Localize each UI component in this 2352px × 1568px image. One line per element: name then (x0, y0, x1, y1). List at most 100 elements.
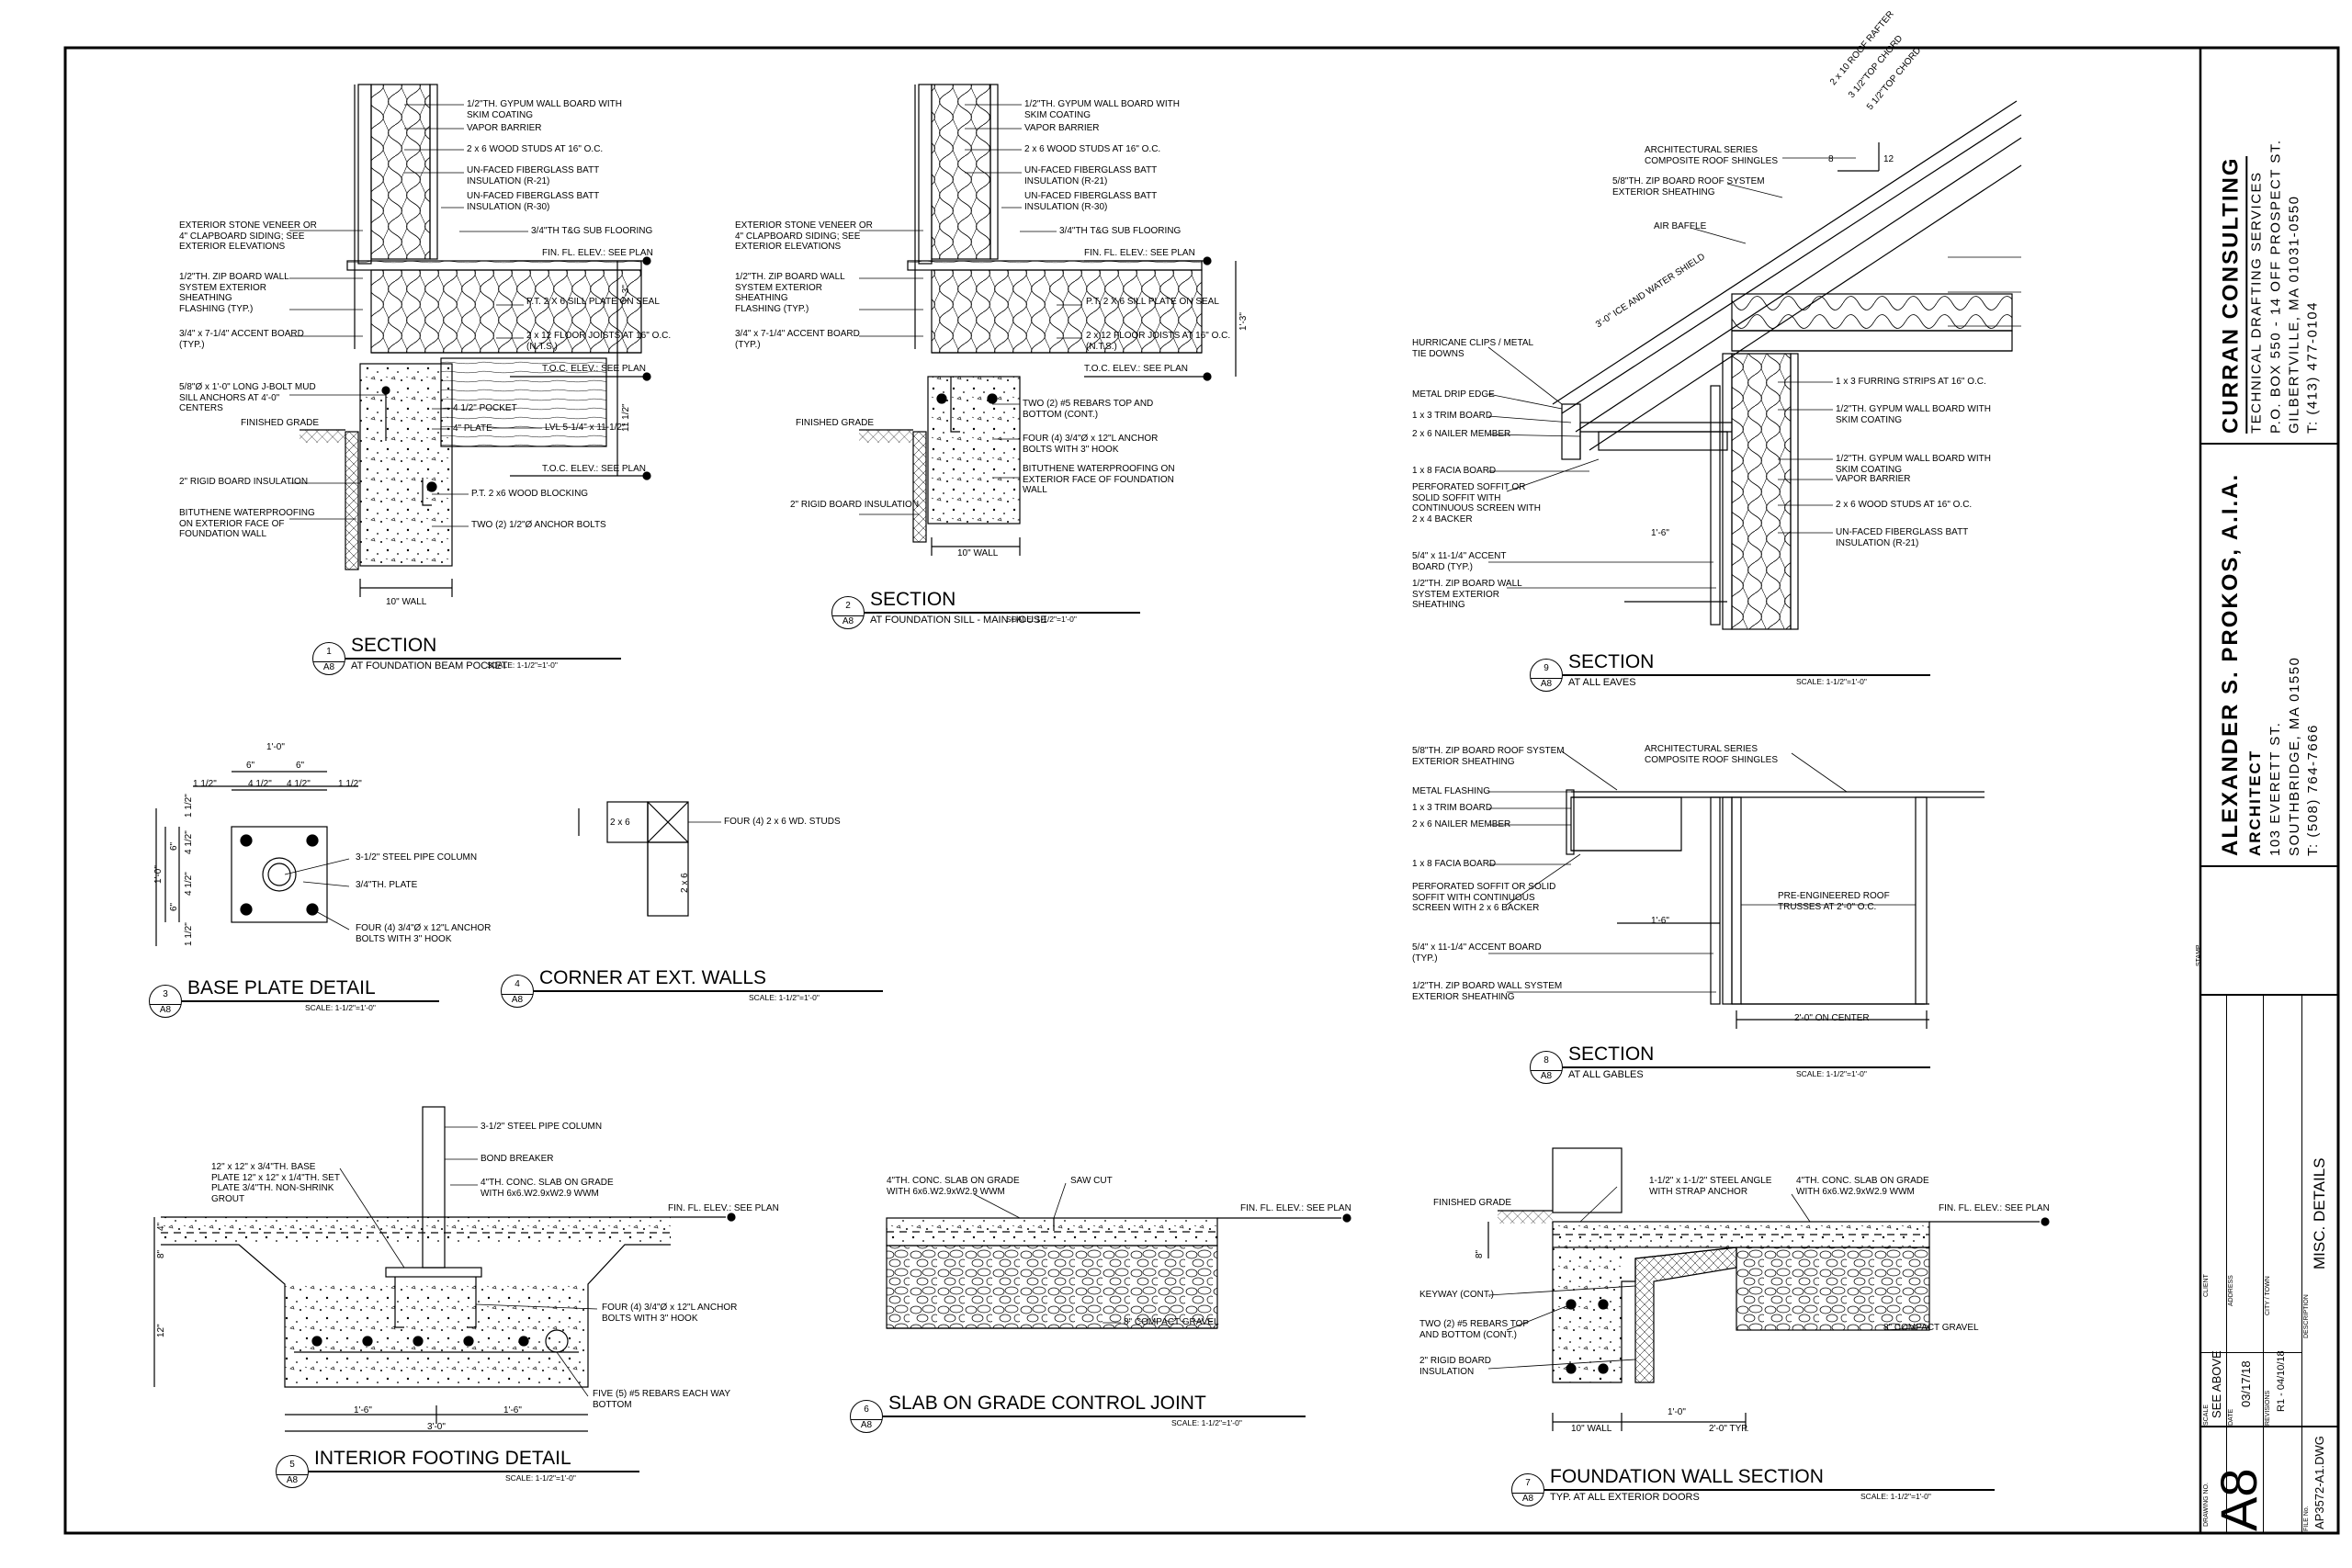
detail-sheet-ref: A8 (1540, 1071, 1553, 1081)
detail-7-note: 2" RIGID BOARD INSULATION (1419, 1356, 1492, 1377)
architect-block: ALEXANDER S. PROKOS, A.I.A. ARCHITECT 10… (2200, 443, 2338, 867)
detail-7-note: 1-1/2" x 1-1/2" STEEL ANGLE WITH STRAP A… (1649, 1176, 1772, 1197)
detail-1-note: EXTERIOR STONE VENEER OR 4" CLAPBOARD SI… (179, 220, 317, 252)
detail-9-note: 2 x 6 WOOD STUDS AT 16" O.C. (1836, 500, 1973, 510)
detail-3-dim: 1'-0" (266, 742, 285, 752)
detail-2-note: 1/2"TH. GYPUM WALL BOARD WITH SKIM COATI… (1024, 99, 1180, 120)
detail-1-dim: 1'-3" (621, 285, 631, 303)
detail-scale: SCALE: 1-1/2"=1'-0" (487, 660, 558, 670)
detail-4-note: FOUR (4) 2 x 6 WD. STUDS (724, 817, 841, 827)
detail-2-note: 3/4" x 7-1/4" ACCENT BOARD (TYP.) (735, 329, 860, 350)
detail-1-note: T.O.C. ELEV.: SEE PLAN (542, 364, 647, 374)
detail-9-note: 3'-0" ICE AND WATER SHIELD (1594, 252, 1707, 331)
detail-5-note: 4"TH. CONC. SLAB ON GRADE WITH 6x6.W2.9x… (481, 1178, 614, 1199)
stamp-label: STAMP (2196, 944, 2202, 966)
detail-7-note: FIN. FL. ELEV.: SEE PLAN (1939, 1203, 2050, 1213)
detail-1-note: 2 x 6 WOOD STUDS AT 16" O.C. (467, 144, 604, 154)
detail-2-note: 2 x 6 WOOD STUDS AT 16" O.C. (1024, 144, 1161, 154)
detail-3-dim: 1'-0" (153, 865, 164, 884)
detail-9-note: UN-FACED FIBERGLASS BATT INSULATION (R-2… (1836, 527, 1969, 548)
detail-5-note: FOUR (4) 3/4"Ø x 12"L ANCHOR BOLTS WITH … (602, 1303, 738, 1324)
detail-5-note: FIN. FL. ELEV.: SEE PLAN (668, 1203, 779, 1213)
detail-5-note: 12" x 12" x 3/4"TH. BASE PLATE 12" x 12"… (211, 1162, 340, 1204)
detail-6-leaders (973, 1182, 1121, 1324)
detail-2-note: P.T. 2 X 6 SILL PLATE ON SEAL (1086, 297, 1219, 307)
detail-scale: SCALE: 1-1/2"=1'-0" (505, 1473, 576, 1483)
detail-9-leaders (1487, 157, 2021, 589)
detail-9-note: 1 x 3 FURRING STRIPS AT 16" O.C. (1836, 377, 1986, 387)
detail-1-foundation-beam-pocket (300, 84, 651, 597)
detail-9-note: 1/2"TH. ZIP BOARD WALL SYSTEM EXTERIOR S… (1412, 579, 1522, 610)
detail-number: 2 (845, 601, 851, 611)
detail-1-note: TWO (2) 1/2"Ø ANCHOR BOLTS (471, 520, 606, 530)
revisions-label: REVISIONS (2265, 1390, 2271, 1426)
scale-value: SEE ABOVE (2210, 1350, 2223, 1418)
detail-sheet-ref: A8 (842, 616, 854, 626)
detail-8-dim: 2'-0" ON CENTER (1794, 1013, 1870, 1023)
detail-2-note: EXTERIOR STONE VENEER OR 4" CLAPBOARD SI… (735, 220, 873, 252)
detail-8-note: METAL FLASHING (1412, 786, 1491, 796)
detail-title: SLAB ON GRADE CONTROL JOINT (888, 1393, 1206, 1414)
consultant-line1: TECHNICAL DRAFTING SERVICES (2248, 171, 2265, 434)
detail-number: 1 (326, 647, 332, 657)
detail-subtitle: AT ALL EAVES (1568, 677, 1636, 688)
detail-number: 5 (289, 1460, 295, 1470)
architect-line2: SOUTHBRIDGE, MA 01550 (2286, 656, 2302, 856)
detail-number: 3 (163, 989, 168, 999)
detail-1-note: P.T. 2 x6 WOOD BLOCKING (471, 489, 589, 499)
consultant-phone: T: (413) 477-0104 (2304, 301, 2321, 434)
detail-2-note: FINISHED GRADE (796, 418, 875, 428)
detail-9-note: 5/4" x 11-1/4" ACCENT BOARD (TYP.) (1412, 551, 1507, 572)
detail-1-note: FIN. FL. ELEV.: SEE PLAN (542, 248, 653, 258)
detail-7-dim: 8" (1475, 1249, 1485, 1258)
detail-9-note: METAL DRIP EDGE (1412, 389, 1495, 400)
detail-1-note: UN-FACED FIBERGLASS BATT INSULATION (R-3… (467, 191, 600, 212)
detail-2-note: 3/4"TH T&G SUB FLOORING (1059, 226, 1182, 236)
detail-9-note: AIR BAFFLE (1654, 221, 1707, 231)
detail-scale: SCALE: 1-1/2"=1'-0" (749, 993, 820, 1002)
detail-9-note: 2 x 10 ROOF RAFTER (1828, 9, 1896, 88)
detail-1-dim: 10" WALL (386, 597, 427, 607)
detail-1-note: 2" RIGID BOARD INSULATION (179, 477, 309, 487)
address-label: ADDRESS (2228, 1275, 2234, 1306)
file-label: FILE No. (2303, 1506, 2310, 1531)
detail-3-note: FOUR (4) 3/4"Ø x 12"L ANCHOR BOLTS WITH … (356, 923, 492, 944)
detail-5-note: 3-1/2" STEEL PIPE COLUMN (481, 1122, 603, 1132)
detail-9-slope: 12 (1883, 154, 1894, 164)
detail-7-note: TWO (2) #5 REBARS TOP AND BOTTOM (CONT.) (1419, 1319, 1529, 1340)
detail-3-dim: 1 1/2" (338, 779, 362, 789)
detail-2-dim: 1'-3" (1238, 312, 1249, 331)
detail-1-note: BITUTHENE WATERPROOFING ON EXTERIOR FACE… (179, 508, 315, 539)
detail-1-note: 1/2"TH. ZIP BOARD WALL SYSTEM EXTERIOR S… (179, 272, 289, 303)
detail-8-note: 2 x 6 NAILER MEMBER (1412, 819, 1511, 829)
detail-3-dim: 4 1/2" (287, 779, 311, 789)
detail-number: 4 (514, 979, 520, 989)
architect-name: ALEXANDER S. PROKOS, A.I.A. (2217, 472, 2243, 856)
detail-1-note: VAPOR BARRIER (467, 123, 542, 133)
detail-number: 6 (864, 1404, 869, 1415)
detail-scale: SCALE: 1-1/2"=1'-0" (305, 1003, 376, 1012)
detail-title: FOUNDATION WALL SECTION (1550, 1466, 1824, 1487)
detail-3-dim: 6" (296, 761, 305, 771)
detail-1-note: FINISHED GRADE (241, 418, 320, 428)
detail-5-dim: 12" (156, 1324, 166, 1337)
detail-9-note: 2 x 6 NAILER MEMBER (1412, 429, 1511, 439)
detail-4-label: 2 x 6 (680, 873, 690, 893)
detail-title: SECTION (1568, 651, 1655, 672)
consultant-block: CURRAN CONSULTING TECHNICAL DRAFTING SER… (2200, 48, 2338, 445)
detail-6-note: SAW CUT (1070, 1176, 1113, 1186)
detail-9-note: 1 x 3 TRIM BOARD (1412, 411, 1493, 421)
detail-subtitle: AT ALL GABLES (1568, 1069, 1644, 1080)
detail-7-dim: 10" WALL (1571, 1424, 1612, 1434)
detail-8-note: 5/8"TH. ZIP BOARD ROOF SYSTEM EXTERIOR S… (1412, 746, 1565, 767)
detail-2-foundation-sill (859, 84, 1237, 556)
detail-7-note: FINISHED GRADE (1433, 1198, 1512, 1208)
